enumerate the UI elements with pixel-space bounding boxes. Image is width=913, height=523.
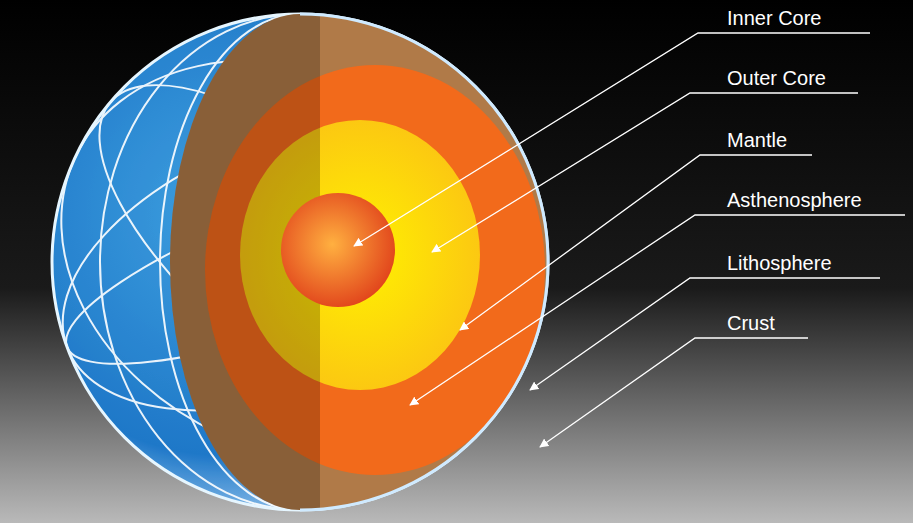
layer-label: Lithosphere [727,251,832,275]
layer-label: Outer Core [727,66,826,90]
layer-label: Crust [727,311,775,335]
layer-label: Mantle [727,128,787,152]
layer-label: Asthenosphere [727,188,862,212]
globe-grid [0,0,605,523]
leader-lines [354,33,905,447]
cut-face [160,10,560,515]
layer-label: Inner Core [727,6,822,30]
inner-core [281,193,395,307]
